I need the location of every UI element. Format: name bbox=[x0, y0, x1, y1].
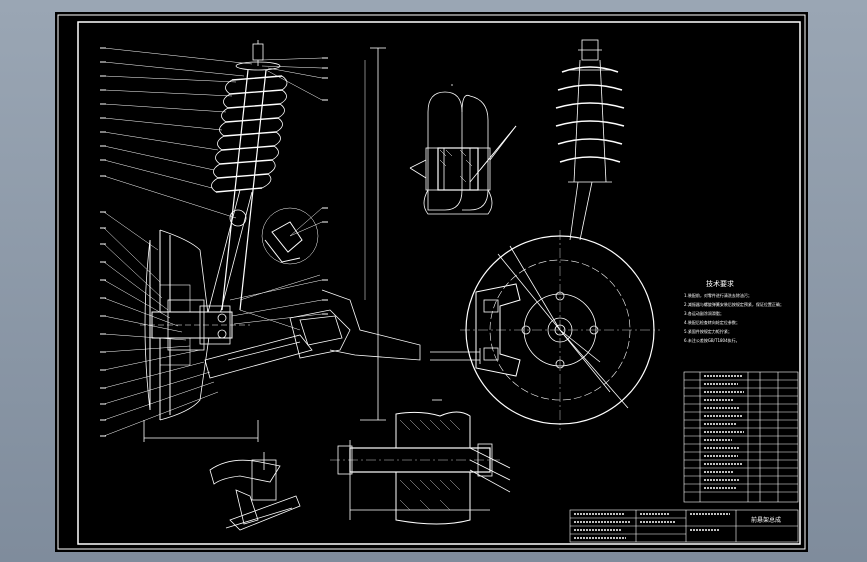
brake-disc-view bbox=[460, 39, 660, 430]
tech-req-line: 6.未注公差按GB/T1804执行。 bbox=[684, 337, 740, 343]
knuckle-detail-view bbox=[209, 452, 301, 531]
title-block bbox=[569, 509, 799, 543]
outer-border bbox=[57, 14, 806, 550]
tech-req-line: 1.装配前，对零件进行清洗去除油污； bbox=[684, 292, 752, 298]
part-leaders-left bbox=[103, 47, 323, 437]
technical-requirements: 技术要求 1.装配前，对零件进行清洗去除油污； 2.减振器与螺旋弹簧安装后按规定… bbox=[684, 279, 784, 343]
tech-req-line: 2.减振器与螺旋弹簧安装后按规定预紧，保证位置正确； bbox=[684, 301, 784, 307]
tech-req-title: 技术要求 bbox=[706, 279, 734, 288]
title-block-name: 前悬架总成 bbox=[751, 516, 781, 524]
pin-section-view bbox=[330, 399, 511, 525]
parts-list-table bbox=[683, 371, 799, 503]
section-bolt-view bbox=[409, 84, 517, 215]
inner-border bbox=[77, 21, 801, 545]
strut-assembly-view bbox=[140, 40, 481, 442]
tech-req-line: 4.装配后检查转向轮定位参数； bbox=[684, 319, 740, 325]
part-ticks-left bbox=[100, 47, 328, 437]
tech-req-line: 5.紧固件按规定力矩拧紧； bbox=[684, 328, 732, 334]
tech-req-line: 3.各运动副涂润滑脂； bbox=[684, 310, 724, 316]
